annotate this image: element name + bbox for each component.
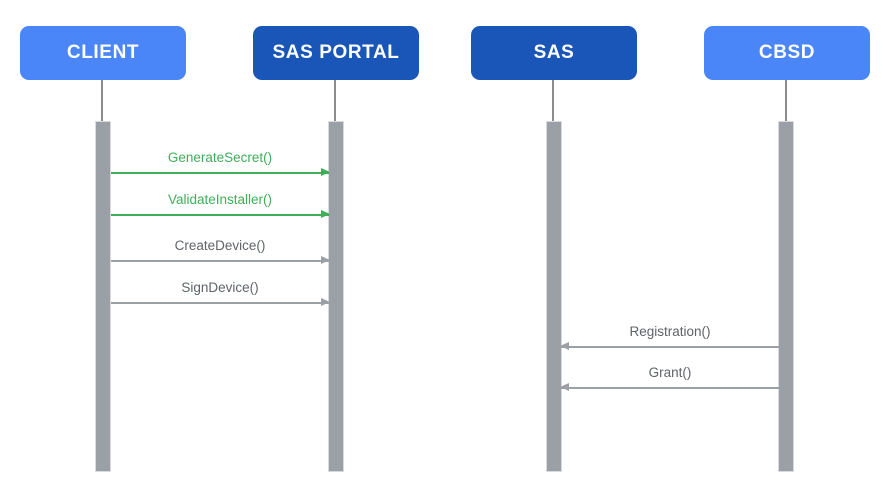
participant-label-sas: SAS [533,42,575,63]
participant-box-sas-portal[interactable]: SAS PORTAL [253,26,419,80]
participant-label-cbsd: CBSD [758,42,816,63]
participant-label-client: CLIENT [66,42,140,63]
message-line-create-device [111,260,329,262]
participant-box-client[interactable]: CLIENT [20,26,186,80]
activation-bar-cbsd [778,121,794,472]
message-line-generate-secret [111,172,329,174]
message-label-registration: Registration() [629,324,711,339]
activation-bar-client [95,121,111,472]
message-line-validate-installer [111,214,329,216]
arrowhead-right-icon [321,256,330,265]
lifeline-sas [552,80,554,121]
lifeline-client [101,80,103,121]
message-label-validate-installer: ValidateInstaller() [167,192,273,207]
activation-bar-sas-portal [328,121,344,472]
message-label-generate-secret: GenerateSecret() [167,150,273,165]
lifeline-cbsd [785,80,787,121]
participant-box-cbsd[interactable]: CBSD [704,26,870,80]
participant-box-sas[interactable]: SAS [471,26,637,80]
arrowhead-left-icon [560,383,569,392]
message-label-sign-device: SignDevice() [181,280,259,295]
arrowhead-right-icon [321,210,330,219]
message-line-grant [561,387,779,389]
message-line-sign-device [111,302,329,304]
arrowhead-right-icon [321,168,330,177]
participant-label-sas-portal: SAS PORTAL [272,42,400,63]
arrowhead-right-icon [321,298,330,307]
arrowhead-left-icon [560,342,569,351]
activation-bar-sas [546,121,562,472]
message-line-registration [561,346,779,348]
lifeline-sas-portal [334,80,336,121]
message-label-grant: Grant() [648,365,692,380]
message-label-create-device: CreateDevice() [174,238,266,253]
